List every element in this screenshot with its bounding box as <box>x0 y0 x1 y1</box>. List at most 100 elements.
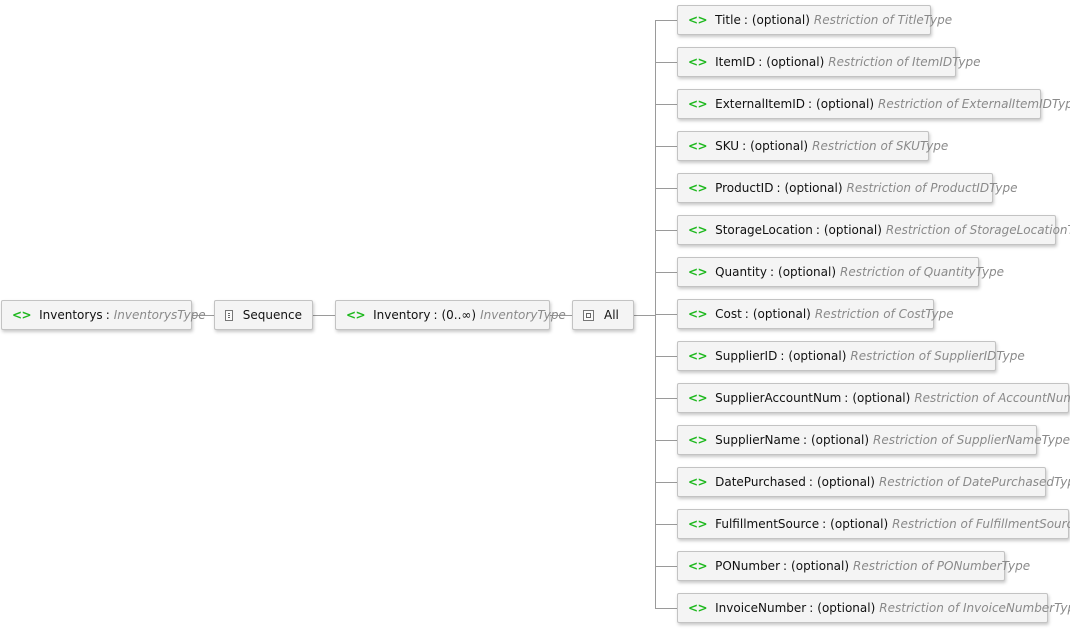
element-optional: (optional) <box>816 97 875 111</box>
child-element-productid[interactable]: <>ProductID:(optional)Restriction of Pro… <box>677 173 1017 203</box>
restriction-prefix: Restriction of <box>878 97 958 111</box>
restriction-prefix: Restriction of <box>914 391 995 405</box>
element-restriction: Restriction of ItemIDType <box>828 55 980 69</box>
restriction-prefix: Restriction of <box>828 55 909 69</box>
element-icon: <> <box>688 307 708 321</box>
root-element-inventorys[interactable]: <> Inventorys : InventorysType <box>1 300 206 330</box>
child-element-fulfillmentsource[interactable]: <>FulfillmentSource:(optional)Restrictio… <box>677 509 1070 539</box>
element-name: SupplierName <box>715 433 800 447</box>
element-name: ExternalItemID <box>715 97 805 111</box>
restriction-type: FulfillmentSourceType <box>975 517 1070 531</box>
element-optional: (optional) <box>817 601 876 615</box>
separator: : <box>742 139 747 153</box>
element-restriction: Restriction of FulfillmentSourceType <box>892 517 1070 531</box>
child-element-sku[interactable]: <>SKU:(optional)Restriction of SKUType <box>677 131 948 161</box>
element-name: ItemID <box>715 55 756 69</box>
child-element-ponumber[interactable]: <>PONumber:(optional)Restriction of PONu… <box>677 551 1030 581</box>
element-icon: <> <box>688 517 708 531</box>
separator: : <box>822 517 827 531</box>
element-name: Inventory <box>373 308 431 322</box>
separator: : <box>780 349 785 363</box>
child-element-supplieraccountnum[interactable]: <>SupplierAccountNum:(optional)Restricti… <box>677 383 1070 413</box>
restriction-prefix: Restriction of <box>814 307 895 321</box>
separator: : <box>808 475 813 489</box>
element-icon: <> <box>688 433 708 447</box>
element-restriction: Restriction of PONumberType <box>853 559 1030 573</box>
element-restriction: Restriction of StorageLocationType <box>886 223 1070 237</box>
separator: : <box>815 223 820 237</box>
sequence-icon <box>225 309 233 321</box>
separator: : <box>105 308 110 322</box>
restriction-prefix: Restriction of <box>813 13 894 27</box>
child-element-storagelocation[interactable]: <>StorageLocation:(optional)Restriction … <box>677 215 1070 245</box>
element-optional: (optional) <box>778 265 837 279</box>
restriction-prefix: Restriction of <box>846 181 927 195</box>
element-name: InvoiceNumber <box>715 601 807 615</box>
separator: : <box>743 13 748 27</box>
restriction-prefix: Restriction of <box>873 433 953 447</box>
element-restriction: Restriction of ProductIDType <box>847 181 1018 195</box>
element-restriction: Restriction of CostType <box>815 307 954 321</box>
separator: : <box>844 391 849 405</box>
child-element-invoicenumber[interactable]: <>InvoiceNumber:(optional)Restriction of… <box>677 593 1070 623</box>
sequence-compositor[interactable]: Sequence <box>214 300 313 330</box>
child-element-externalitemid[interactable]: <> ExternalItemID:(optional)Restriction o… <box>677 89 1070 119</box>
element-icon: <> <box>688 601 708 615</box>
child-element-quantity[interactable]: <>Quantity:(optional)Restriction of Quan… <box>677 257 1004 287</box>
restriction-type: ItemIDType <box>912 55 981 69</box>
element-restriction: Restriction of TitleType <box>814 13 952 27</box>
restriction-prefix: Restriction of <box>892 517 973 531</box>
restriction-prefix: Restriction of <box>812 139 893 153</box>
child-element-cost[interactable]: <>Cost:(optional)Restriction of CostType <box>677 299 954 329</box>
element-name: Title <box>715 13 741 27</box>
restriction-type: ProductIDType <box>930 181 1018 195</box>
element-icon: <> <box>688 349 708 363</box>
element-optional: (optional) <box>791 559 850 573</box>
restriction-prefix: Restriction of <box>853 559 933 573</box>
restriction-type: DatePurchasedType <box>962 475 1070 489</box>
child-element-supplierid[interactable]: <>SupplierID:(optional)Restriction of Su… <box>677 341 1025 371</box>
element-name: Inventorys <box>39 308 103 322</box>
element-restriction: Restriction of QuantityType <box>840 265 1004 279</box>
child-element-itemid[interactable]: <>ItemID:(optional)Restriction of ItemID… <box>677 47 981 77</box>
restriction-type: ExternalItemIDType <box>961 97 1070 111</box>
element-type: InventoryType <box>480 308 566 322</box>
restriction-type: PONumberType <box>936 559 1031 573</box>
restriction-prefix: Restriction of <box>885 223 966 237</box>
element-icon: <> <box>688 223 708 237</box>
element-icon: <> <box>346 308 366 322</box>
element-name: DatePurchased <box>715 475 806 489</box>
element-optional: (optional) <box>766 55 825 69</box>
element-icon: <> <box>688 97 708 111</box>
element-optional: (optional) <box>788 349 847 363</box>
element-name: PONumber <box>715 559 780 573</box>
restriction-type: SupplierNameType <box>956 433 1070 447</box>
element-type: InventorysType <box>113 308 206 322</box>
element-name: Quantity <box>715 265 767 279</box>
restriction-type: SupplierIDType <box>934 349 1025 363</box>
element-name: StorageLocation <box>715 223 813 237</box>
child-element-suppliername[interactable]: <>SupplierName:(optional)Restriction of … <box>677 425 1070 455</box>
element-inventory[interactable]: <> Inventory : (0..∞) InventoryType <box>335 300 566 330</box>
restriction-prefix: Restriction of <box>840 265 920 279</box>
separator: : <box>744 307 749 321</box>
element-restriction: Restriction of ExternalItemIDType <box>878 97 1070 111</box>
element-restriction: Restriction of SKUType <box>812 139 948 153</box>
element-icon: <> <box>688 475 708 489</box>
sequence-label: Sequence <box>242 308 302 322</box>
element-name: SupplierAccountNum <box>715 391 842 405</box>
all-compositor[interactable]: All <box>572 300 634 330</box>
element-restriction: Restriction of DatePurchasedType <box>879 475 1070 489</box>
separator: : <box>433 308 438 322</box>
element-optional: (optional) <box>784 181 843 195</box>
separator: : <box>808 97 813 111</box>
element-icon: <> <box>688 181 708 195</box>
restriction-prefix: Restriction of <box>850 349 931 363</box>
element-icon: <> <box>688 55 708 69</box>
child-element-title[interactable]: <>Title:(optional)Restriction of TitleTy… <box>677 5 952 35</box>
separator: : <box>769 265 775 279</box>
child-element-datepurchased[interactable]: <>DatePurchased:(optional)Restriction of… <box>677 467 1070 497</box>
element-optional: (optional) <box>852 391 911 405</box>
element-restriction: Restriction of InvoiceNumberType <box>879 601 1070 615</box>
